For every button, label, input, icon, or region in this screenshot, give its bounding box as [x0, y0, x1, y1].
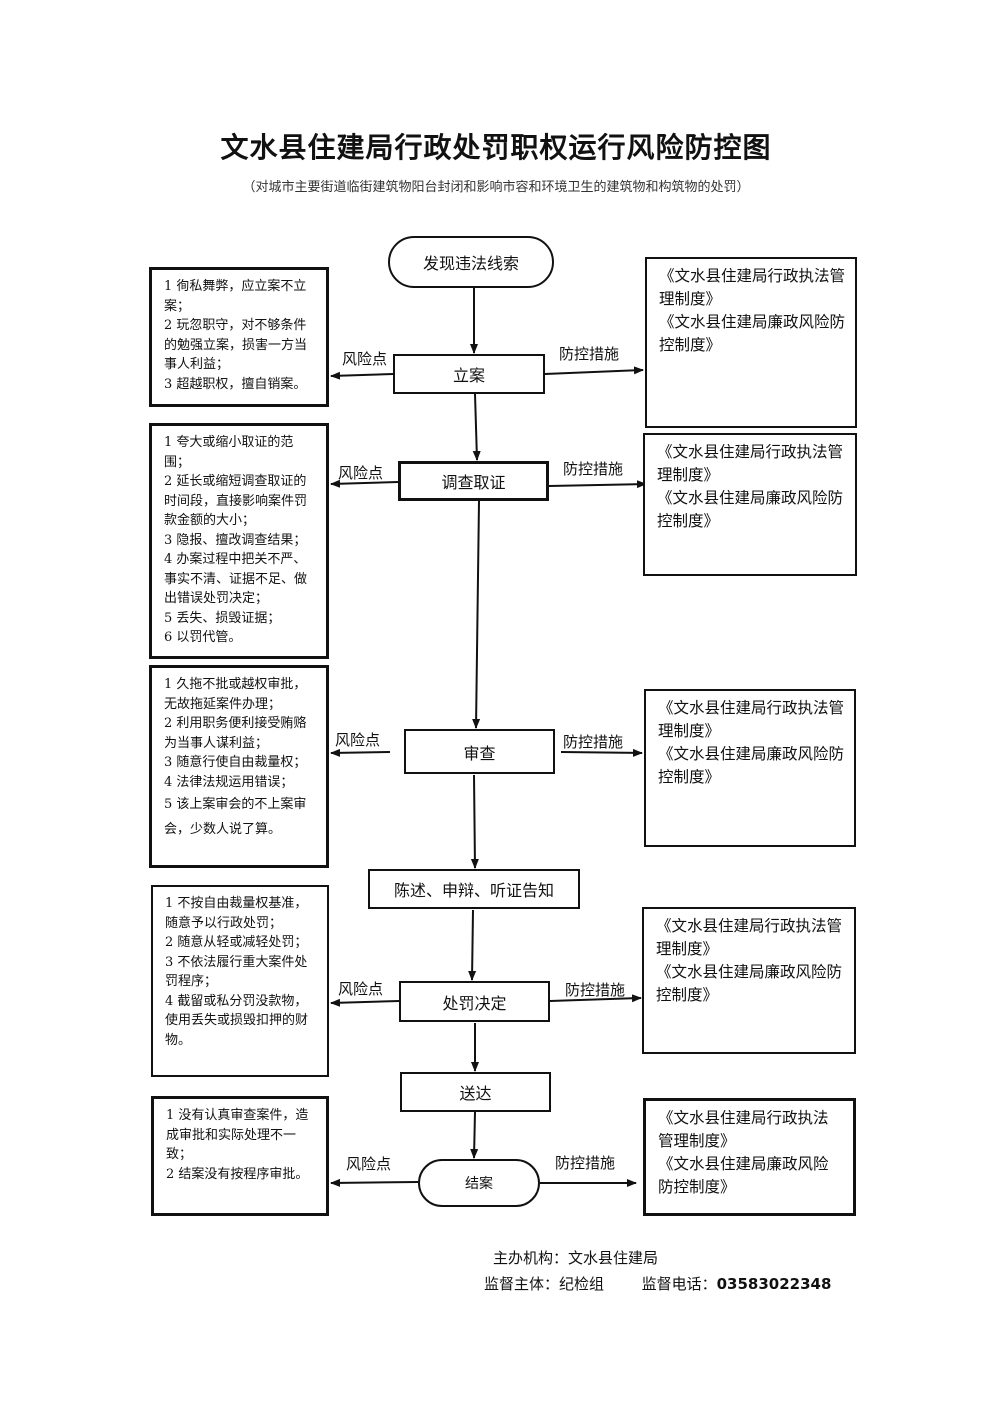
arrow-risk-1 [330, 371, 394, 380]
risk-item: 3 隐报、擅改调查结果； [164, 532, 307, 548]
page-title: 文水县住建局行政处罚职权运行风险防控图 [220, 131, 772, 164]
page-subtitle: （对城市主要街道临街建筑物阳台封闭和影响市容和环境卫生的建筑物和构筑物的处罚） [242, 180, 750, 195]
control-box-decision: 《文水县住建局行政执法管理制度》 《文水县住建局廉政风险防控制度》 [642, 907, 856, 1054]
arrow-control-1 [544, 366, 644, 375]
measure-line: 《文水县住建局廉政风险防控制度》 [659, 313, 846, 354]
measure-line: 《文水县住建局行政执法管理制度》 [658, 1109, 829, 1150]
flow-step-filing: 立案 [393, 354, 545, 394]
risk-label: 风险点 [335, 731, 381, 749]
measure-line: 《文水县住建局行政执法管理制度》 [658, 699, 845, 740]
risk-item: 4 法律法规运用错误； [164, 774, 294, 790]
risk-item: 3 随意行使自由裁量权； [164, 755, 307, 770]
control-box-closing: 《文水县住建局行政执法管理制度》 《文水县住建局廉政风险防控制度》 [643, 1098, 856, 1216]
risk-box-filing: 1 徇私舞弊，应立案不立案； 2 玩忽职守，对不够条件的勉强立案，损害一方当事人… [149, 267, 329, 407]
arrow-control-5 [549, 994, 642, 1003]
risk-item: 1 久拖不批或越权审批，无故拖延案件办理； [164, 677, 307, 712]
measure-line: 《文水县住建局廉政风险防控制度》 [656, 963, 843, 1004]
risk-item: 3 不依法履行重大案件处罚程序； [165, 954, 308, 990]
supervisor-label: 监督主体： [484, 1275, 560, 1293]
footer-organizer: 主办机构：文水县住建局 [493, 1247, 658, 1268]
risk-item: 5 该上案审会的不上案审会，少数人说了算。 [164, 797, 307, 837]
arrow-risk-3 [330, 748, 391, 757]
measure-line: 《文水县住建局廉政风险防控制度》 [658, 1155, 829, 1196]
risk-item: 3 超越职权，擅自销案。 [164, 376, 307, 392]
supervisor-value: 纪检组 [559, 1275, 605, 1293]
risk-label: 风险点 [342, 350, 388, 368]
flow-start: 发现违法线索 [388, 236, 554, 288]
risk-item: 2 随意从轻或减轻处罚； [165, 935, 308, 950]
risk-item: 6 以罚代管。 [164, 630, 242, 645]
arrow-step4-to-step5 [468, 909, 477, 981]
arrow-risk-2 [330, 479, 399, 488]
organizer-label: 主办机构： [493, 1249, 569, 1267]
control-label: 防控措施 [565, 981, 626, 999]
flow-end: 结案 [418, 1159, 540, 1207]
control-box-review: 《文水县住建局行政执法管理制度》 《文水县住建局廉政风险防控制度》 [644, 689, 856, 847]
risk-label: 风险点 [346, 1155, 392, 1173]
risk-item: 1 徇私舞弊，应立案不立案； [164, 279, 307, 314]
control-box-filing: 《文水县住建局行政执法管理制度》 《文水县住建局廉政风险防控制度》 [645, 257, 857, 428]
phone-label: 监督电话： [641, 1275, 717, 1293]
risk-label: 风险点 [338, 980, 384, 998]
measure-line: 《文水县住建局行政执法管理制度》 [659, 267, 846, 308]
control-label: 防控措施 [563, 460, 624, 478]
control-label: 防控措施 [559, 345, 620, 363]
measure-line: 《文水县住建局行政执法管理制度》 [657, 443, 844, 484]
risk-box-decision: 1 不按自由裁量权基准，随意予以行政处罚； 2 随意从轻或减轻处罚； 3 不依法… [151, 885, 329, 1077]
flow-step-review: 审查 [404, 729, 555, 774]
flow-step-hearing-notice: 陈述、申辩、听证告知 [368, 869, 580, 909]
arrow-step1-to-step2 [472, 393, 481, 461]
arrow-control-3 [560, 748, 643, 757]
risk-box-closing: 1 没有认真审查案件，造成审批和实际处理不一致； 2 结案没有按程序审批。 [151, 1096, 329, 1216]
risk-item: 2 利用职务便利接受贿赂为当事人谋利益； [164, 716, 307, 751]
risk-label: 风险点 [338, 464, 384, 482]
arrow-step3-to-step4 [470, 774, 479, 869]
risk-item: 5 丢失、损毁证据； [164, 610, 281, 626]
measure-line: 《文水县住建局廉政风险防控制度》 [657, 489, 844, 530]
risk-item: 1 不按自由裁量权基准，随意予以行政处罚； [165, 896, 308, 931]
organizer-value: 文水县住建局 [568, 1249, 659, 1267]
risk-item: 1 夸大或缩小取证的范围； [164, 435, 294, 470]
phone-value: 03583022348 [716, 1275, 832, 1293]
arrow-risk-5 [330, 998, 400, 1007]
flow-step-investigation: 调查取证 [398, 461, 549, 501]
measure-line: 《文水县住建局行政执法管理制度》 [656, 917, 843, 958]
risk-box-investigation: 1 夸大或缩小取证的范围； 2 延长或缩短调查取证的时间段，直接影响案件罚款金额… [149, 423, 329, 659]
risk-box-review: 1 久拖不批或越权审批，无故拖延案件办理； 2 利用职务便利接受贿赂为当事人谋利… [149, 665, 329, 868]
measure-line: 《文水县住建局廉政风险防控制度》 [658, 745, 845, 786]
risk-item: 2 玩忽职守，对不够条件的勉强立案，损害一方当事人利益； [164, 318, 308, 372]
control-box-investigation: 《文水县住建局行政执法管理制度》 《文水县住建局廉政风险防控制度》 [643, 433, 857, 576]
control-label: 防控措施 [563, 733, 624, 751]
arrow-step2-to-step3 [472, 500, 481, 729]
risk-item: 4 办案过程中把关不严、事实不清、证据不足、做出错误处罚决定； [164, 552, 308, 606]
risk-item: 2 结案没有按程序审批。 [166, 1166, 309, 1182]
risk-item: 1 没有认真审查案件，造成审批和实际处理不一致； [166, 1108, 309, 1162]
flow-step-delivery: 送达 [400, 1072, 551, 1112]
arrow-risk-7 [330, 1178, 419, 1187]
footer-supervision: 监督主体：纪检组 监督电话：03583022348 [484, 1273, 831, 1294]
risk-item: 2 延长或缩短调查取证的时间段，直接影响案件罚款金额的大小； [164, 474, 308, 528]
risk-item: 4 截留或私分罚没款物，使用丢失或损毁扣押的财物。 [165, 993, 309, 1048]
flow-step-decision: 处罚决定 [399, 981, 550, 1022]
arrow-control-2 [548, 480, 647, 489]
control-label: 防控措施 [555, 1154, 616, 1172]
arrow-step6-to-end [470, 1111, 479, 1159]
